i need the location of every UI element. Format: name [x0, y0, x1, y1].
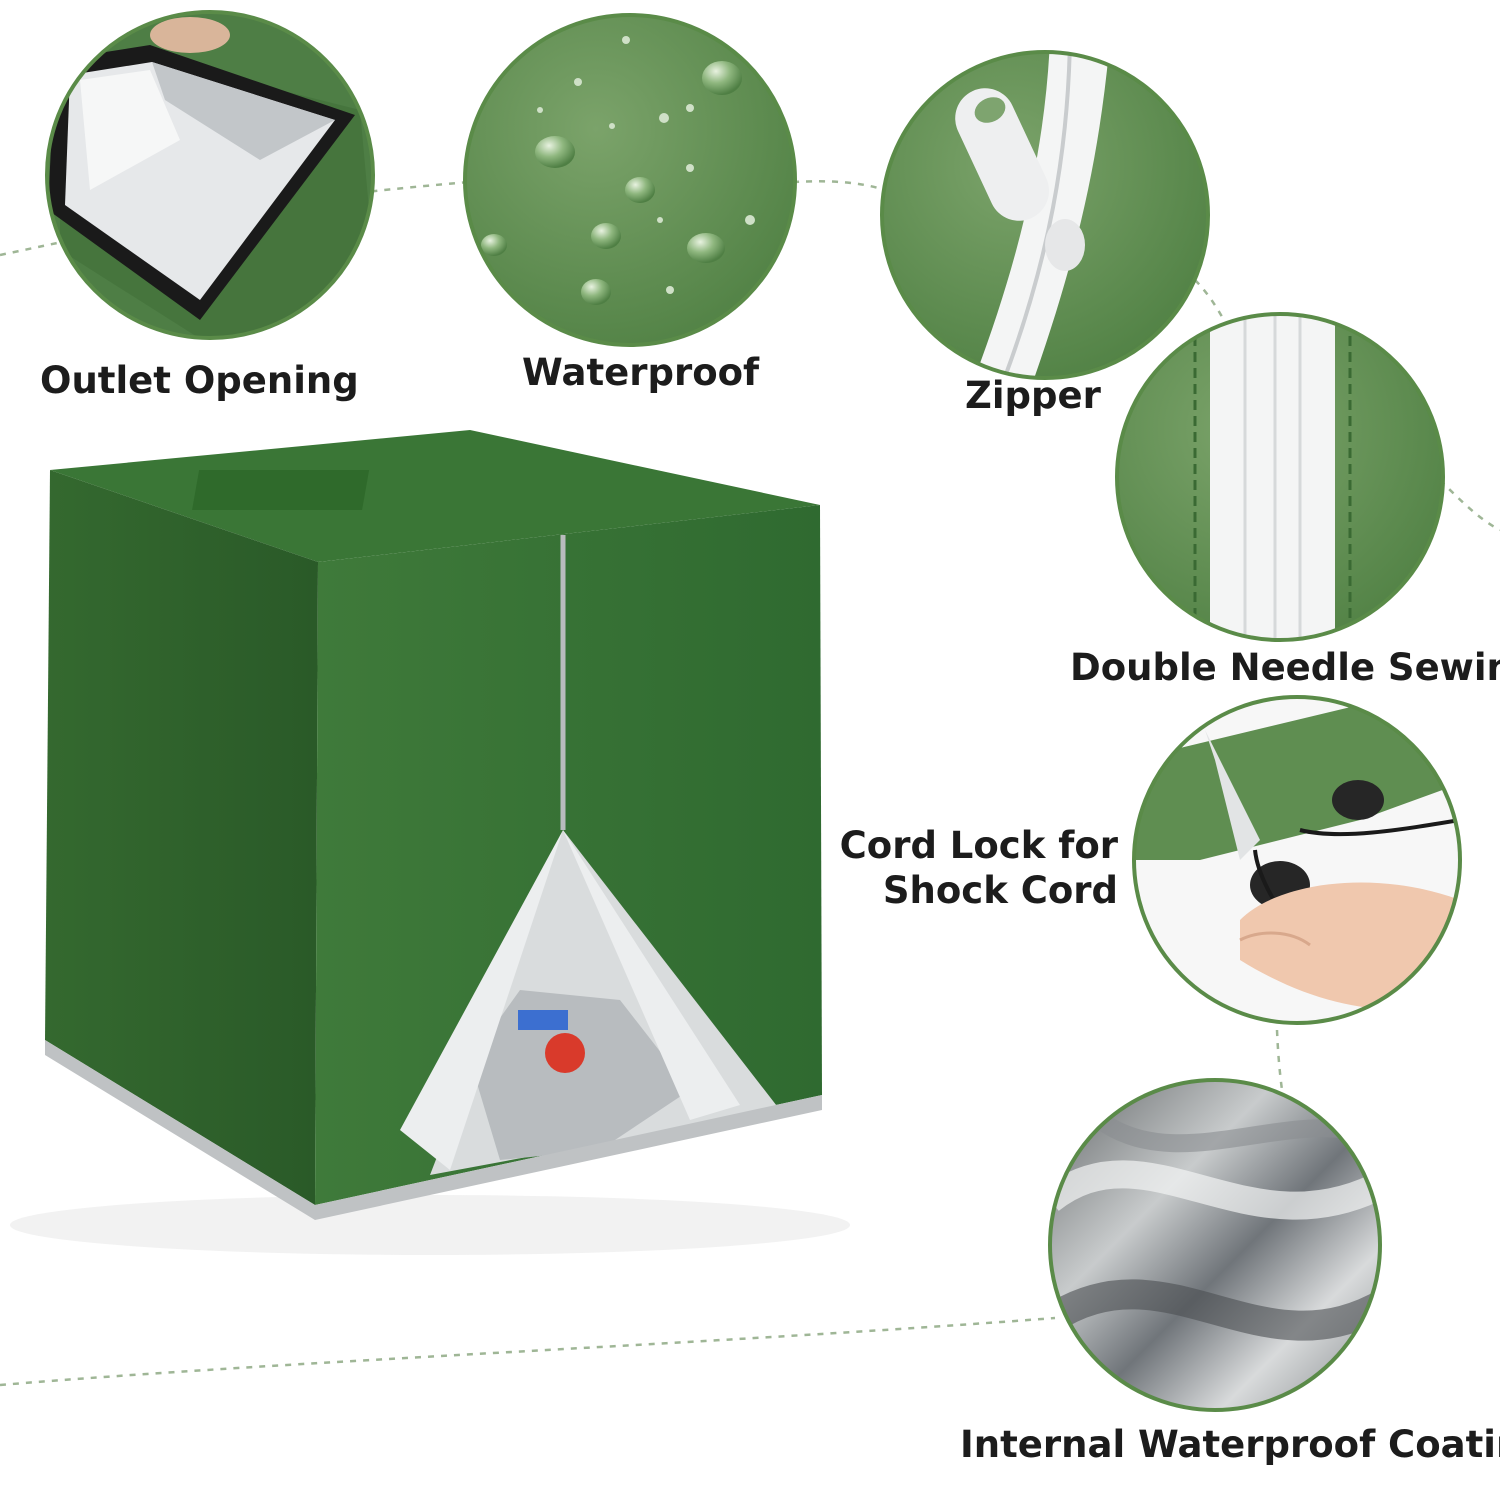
label-cord-lock: Cord Lock for Shock Cord: [840, 823, 1118, 913]
water-droplet: [535, 136, 575, 168]
double-needle-sewing-circle-border: [1115, 312, 1445, 642]
double-needle-sewing-detail-image: [1117, 314, 1443, 640]
water-droplet: [702, 61, 742, 95]
water-droplet: [581, 279, 611, 305]
label-cord-lock-line2: Shock Cord: [882, 869, 1118, 913]
outlet-opening-circle-border: [45, 10, 375, 340]
valve-handle: [518, 1010, 568, 1030]
water-droplet: [625, 177, 655, 203]
ibc-tote-cover-product: [10, 430, 850, 1255]
cord-lock-detail-image: [1134, 697, 1460, 1023]
label-outlet-opening: Outlet Opening: [40, 359, 359, 402]
tank-visible-interior: [470, 990, 690, 1160]
internal-coating-detail-image: [1050, 1080, 1380, 1410]
valve-cap: [545, 1033, 585, 1073]
dashed-connector-lines: [0, 180, 1500, 1387]
pallet-base: [45, 1040, 822, 1220]
internal-coating-circle-border: [1048, 1078, 1382, 1412]
label-cord-lock-line1: Cord Lock for: [839, 824, 1118, 867]
water-droplet: [687, 233, 725, 263]
cord-lock-toggle: [1332, 780, 1384, 820]
zipper-circle-border: [880, 50, 1210, 380]
label-double-needle-sewing: Double Needle Sewing: [1070, 646, 1500, 689]
label-waterproof: Waterproof: [522, 351, 760, 394]
cover-top-face: [50, 430, 820, 562]
cover-left-face: [45, 470, 318, 1205]
outlet-opening-detail-image: [47, 12, 373, 338]
label-internal-waterproof-coating: Internal Waterproof Coating: [960, 1423, 1500, 1466]
zipper-detail-image: [882, 52, 1208, 378]
waterproof-detail-image: [465, 15, 795, 345]
water-droplet: [481, 234, 507, 256]
waterproof-circle-border: [463, 13, 797, 347]
label-zipper: Zipper: [965, 374, 1101, 417]
water-droplet: [591, 223, 621, 249]
cord-lock-circle-border: [1132, 695, 1462, 1025]
